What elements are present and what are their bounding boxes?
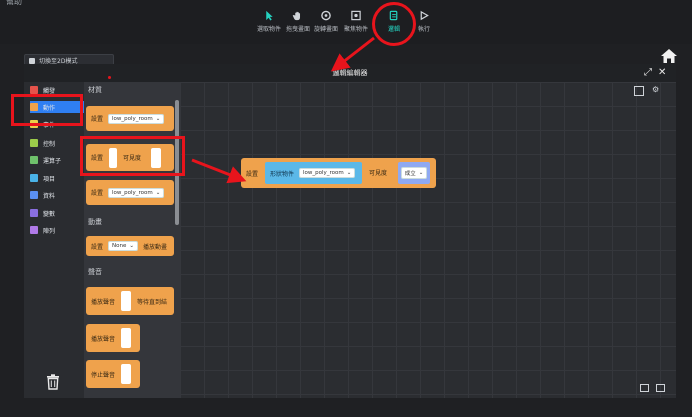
rotate-tool[interactable]: 旋轉畫面 (306, 10, 346, 33)
sound-slot[interactable] (121, 291, 132, 311)
category-array[interactable]: 陣列 (30, 224, 86, 236)
layout-icon[interactable] (634, 86, 644, 96)
block-play-animation[interactable]: 設置 None⌄ 播放動畫 (86, 236, 174, 256)
settings-icon[interactable]: ⚙ (652, 85, 660, 94)
highlight-action-category (11, 94, 83, 126)
block-set-visibility[interactable]: 設置 可見度 (86, 144, 174, 171)
category-trigger[interactable]: 觸發 (30, 84, 86, 96)
top-toolbar (0, 0, 692, 44)
chevron-down-icon: ⌄ (155, 115, 161, 122)
sound-slot-3[interactable] (121, 364, 132, 384)
flyout-scrollbar[interactable] (175, 100, 179, 225)
block-play-sound-wait[interactable]: 播放聲音 等待直到結 (86, 287, 174, 315)
chevron-down-icon: ⌄ (155, 189, 161, 196)
workspace-canvas[interactable] (180, 82, 676, 398)
rotate-icon (321, 10, 331, 21)
fullscreen-icon[interactable] (656, 384, 665, 392)
highlight-visibility-block (80, 136, 185, 176)
pan-tool[interactable]: 拖曳畫面 (278, 10, 318, 33)
section-sound: 聲音 (88, 268, 102, 276)
highlight-circle (372, 2, 416, 46)
category-item[interactable]: 項目 (30, 172, 86, 184)
animation-dropdown[interactable]: None⌄ (108, 241, 138, 251)
logic-editor-window: 邏輯編輯器 ⤢ ✕ 觸發 動作 事件 控制 運算子 項目 資料 變數 陣列 材質… (24, 64, 676, 398)
category-palette (24, 82, 84, 398)
help-menu[interactable]: 幫助 (6, 0, 22, 6)
sound-slot-2[interactable] (121, 328, 132, 348)
trash-icon[interactable] (46, 374, 60, 390)
object-dropdown-2[interactable]: low_poly_room⌄ (108, 187, 165, 198)
section-material: 材質 (88, 86, 102, 94)
category-data[interactable]: 資料 (30, 189, 86, 201)
shape-object-dropdown[interactable]: low_poly_room⌄ (299, 168, 356, 178)
focus-icon (351, 10, 361, 21)
shape-object-block[interactable]: 形狀物件 low_poly_room⌄ (265, 162, 362, 184)
home-icon[interactable] (660, 48, 678, 64)
boolean-dropdown[interactable]: 成立⌄ (400, 167, 428, 179)
block-set-object[interactable]: 設置 low_poly_room⌄ (86, 180, 174, 205)
section-animation: 動畫 (88, 218, 102, 226)
hand-icon (292, 11, 301, 21)
category-control[interactable]: 控制 (30, 137, 86, 149)
run-tool[interactable]: 執行 (404, 10, 444, 33)
select-tool[interactable]: 選取物件 (249, 10, 289, 33)
block-stop-sound[interactable]: 停止聲音 (86, 360, 140, 388)
close-icon[interactable]: ✕ (658, 67, 667, 78)
block-play-sound[interactable]: 播放聲音 (86, 324, 140, 352)
chevron-down-icon: ⌄ (346, 170, 352, 176)
block-set-material[interactable]: 設置 low_poly_room⌄ (86, 106, 174, 131)
value-slot[interactable] (151, 147, 162, 168)
boolean-block[interactable]: 成立⌄ (398, 162, 430, 184)
editor-title: 邏輯編輯器 (332, 69, 368, 77)
category-operator[interactable]: 運算子 (30, 154, 86, 166)
workspace-set-visibility-block[interactable]: 設置 形狀物件 low_poly_room⌄ 可見度 成立⌄ (241, 158, 436, 188)
input-slot[interactable] (109, 147, 118, 168)
expand-icon[interactable]: ⤢ (644, 67, 652, 78)
chevron-down-icon: ⌄ (418, 170, 424, 176)
zoom-fit-icon[interactable] (640, 384, 649, 392)
chevron-down-icon: ⌄ (129, 243, 134, 249)
pointer-icon (266, 10, 273, 21)
editor-titlebar (24, 64, 676, 82)
focus-tool[interactable]: 聚焦物件 (336, 10, 376, 33)
category-variable[interactable]: 變數 (30, 207, 86, 219)
play-icon (420, 10, 429, 21)
book-icon (29, 57, 35, 64)
category-action[interactable]: 動作 (30, 101, 86, 113)
object-dropdown[interactable]: low_poly_room⌄ (108, 113, 165, 124)
red-dot (108, 76, 111, 79)
